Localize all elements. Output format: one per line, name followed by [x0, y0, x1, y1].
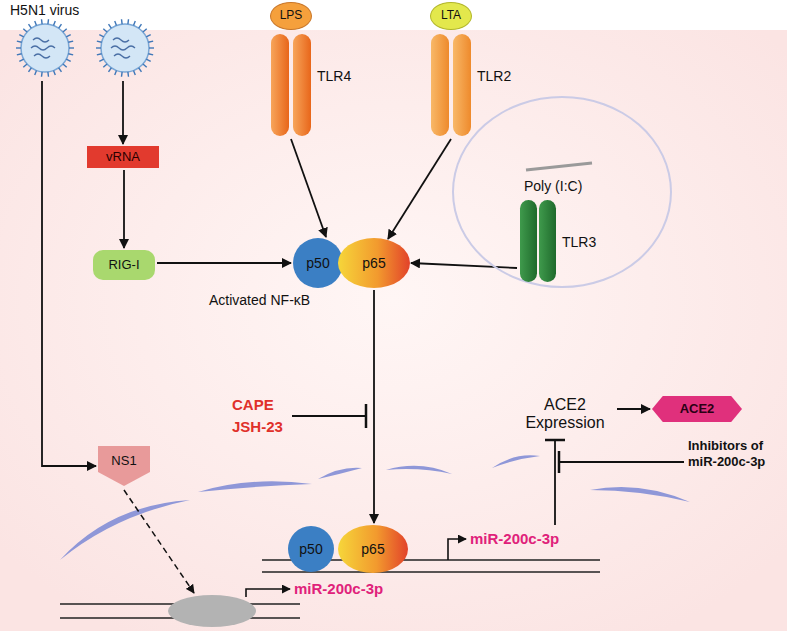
node-text: Poly (I:C): [524, 178, 582, 194]
node-text: miR-200c-3p: [294, 580, 383, 597]
text-node: ACE2 Expression: [515, 392, 615, 436]
process-box: vRNA: [87, 146, 159, 168]
subunit-ellipse: p65: [338, 525, 408, 573]
receptor-chain: [453, 34, 471, 136]
subunit-ellipse: p65: [338, 238, 410, 288]
node-text: NS1: [111, 454, 136, 469]
arrow-connector: [373, 290, 375, 523]
node-text: ACE2 Expression: [515, 396, 615, 433]
arrow-connector: [411, 263, 517, 268]
node-text: LTA: [441, 9, 461, 23]
node-text: TLR3: [562, 234, 596, 250]
inhibition-line: [292, 404, 684, 473]
node-text: p65: [362, 255, 385, 271]
arrow-connector: [157, 262, 291, 264]
node-text: H5N1 virus: [10, 2, 79, 18]
arrow-connector: [617, 408, 650, 410]
virus-particle: [101, 24, 149, 72]
receptor-chain: [293, 34, 311, 136]
node-text: p50: [306, 255, 329, 271]
dashed-arrow: [124, 490, 194, 593]
receptor-chain: [431, 34, 449, 136]
ns1-transcription-factor: [168, 595, 256, 627]
arrow-connector: [123, 170, 125, 248]
inhibitor-note: Inhibitors of miR-200c-3p: [688, 438, 784, 469]
cell-cytoplasm: [0, 30, 787, 631]
virus-particle: [21, 24, 69, 72]
receptor-chain: [539, 200, 556, 282]
node-text: miR-200c-3p: [470, 530, 559, 547]
receptor: TLR3: [520, 200, 556, 282]
mirna-text: miR-200c-3p: [294, 578, 404, 600]
ligand-circle: LTA: [430, 2, 472, 30]
node-text: RIG-I: [108, 258, 139, 273]
hexagon-tag: ACE2: [652, 396, 742, 422]
nuclear-membrane: [60, 455, 690, 560]
endosome: Poly (I:C) TLR3: [452, 96, 672, 288]
inhibition-connector: [554, 440, 556, 525]
arrow-connector: [388, 139, 451, 239]
node-text: TLR2: [477, 68, 511, 84]
subunit-circle: p50: [293, 238, 343, 288]
poly-ic-strand: [526, 163, 592, 170]
virus-spikes: [16, 19, 154, 77]
node-text: p50: [299, 541, 322, 557]
arrow-connector: [122, 81, 124, 144]
inhibitor-name: CAPE: [232, 396, 274, 414]
process-box: RIG-I: [93, 250, 155, 280]
node-text: Activated NF-κB: [209, 292, 310, 308]
arrow-connector: [291, 139, 326, 237]
virus-group: H5N1 virus: [8, 2, 168, 80]
receptor-chain: [520, 200, 537, 282]
receptor-chain: [271, 34, 289, 136]
node-text: ACE2: [680, 402, 715, 417]
inhibitor-name: JSH-23: [232, 418, 283, 436]
node-text: LPS: [280, 9, 303, 23]
node-text: p65: [361, 541, 384, 557]
node-text: vRNA: [106, 150, 140, 165]
arrow-connector: [42, 81, 96, 466]
subunit-circle: p50: [288, 526, 334, 572]
complex-group: Activated NF-κB p50 p65: [205, 238, 415, 310]
node-text: TLR4: [317, 68, 351, 84]
mirna-text: miR-200c-3p: [470, 528, 580, 550]
ligand-circle: LPS: [270, 2, 312, 30]
dna-strand: [60, 560, 600, 618]
receptor: TLR2: [431, 34, 471, 136]
pentagon-tag: NS1: [98, 446, 150, 486]
receptor: TLR4: [271, 34, 311, 136]
